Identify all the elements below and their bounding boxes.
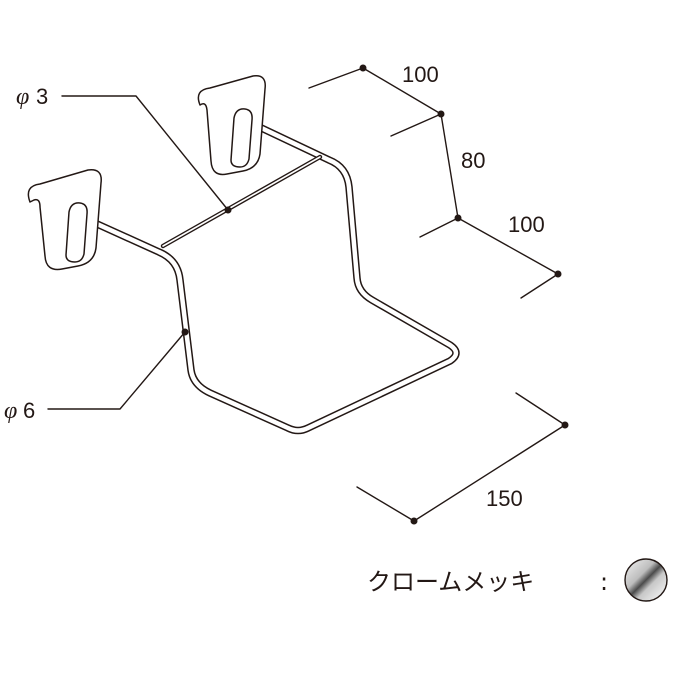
chrome-swatch-icon <box>624 558 668 602</box>
phi-symbol: φ <box>4 398 17 424</box>
finish-label: クロームメッキ <box>367 568 534 596</box>
wire-frame <box>71 112 460 435</box>
finish-legend: クロームメッキ : <box>367 558 668 602</box>
dimension-lines <box>308 64 569 525</box>
right-hook-bracket <box>197 75 266 176</box>
dimension-height: 80 <box>461 148 485 173</box>
dimension-top-depth: 100 <box>402 62 439 87</box>
dimension-width: 150 <box>486 486 523 511</box>
callout-wire-6mm: φ 6 <box>4 328 189 424</box>
dimension-bottom-depth: 100 <box>508 212 545 237</box>
cross-rod <box>160 154 323 249</box>
phi-symbol: φ <box>16 84 29 110</box>
callout-wire-3mm: φ 3 <box>16 84 232 214</box>
left-hook-bracket <box>27 169 102 271</box>
callout-wire-6mm-value: 6 <box>23 398 35 423</box>
callout-wire-3mm-value: 3 <box>36 84 48 109</box>
legend-separator: : <box>600 568 608 596</box>
